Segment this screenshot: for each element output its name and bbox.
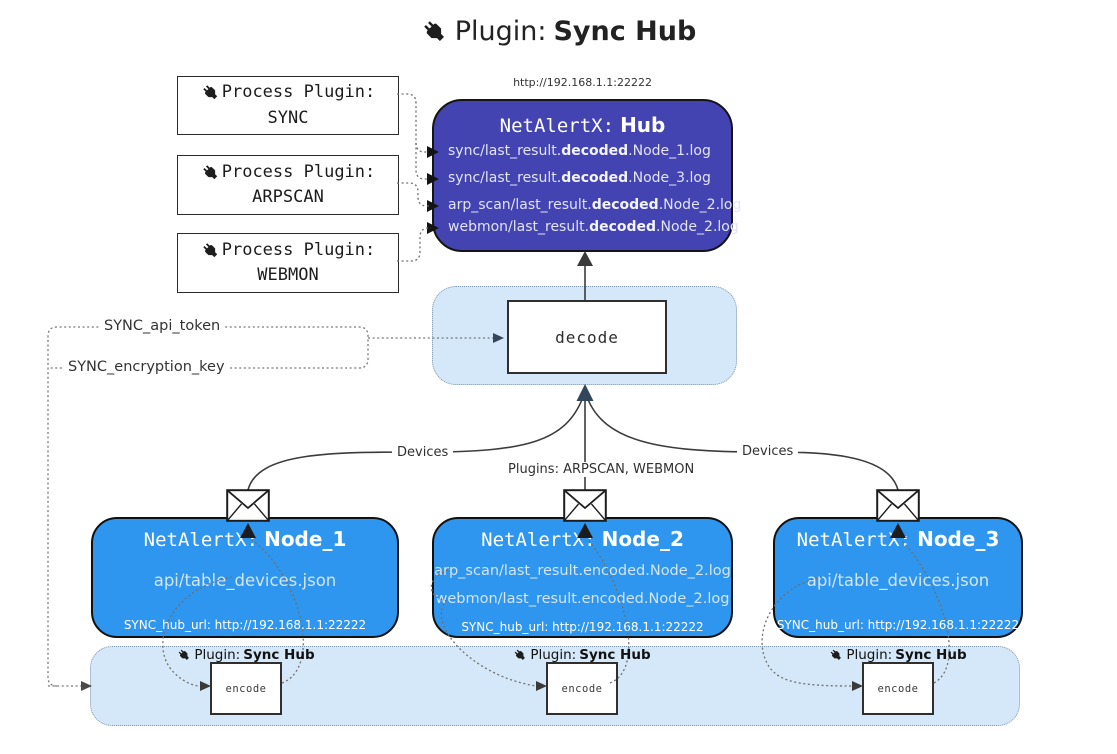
process-plugin-box-webmon: Process Plugin: WEBMON bbox=[177, 233, 399, 293]
encoder-label-3: Plugin:Sync Hub bbox=[798, 647, 998, 663]
plug-icon bbox=[201, 163, 220, 182]
hub-url: http://192.168.1.1:22222 bbox=[513, 76, 652, 89]
sync-api-token-label: SYNC_api_token bbox=[100, 318, 225, 334]
encoder-label-2: Plugin:Sync Hub bbox=[482, 647, 682, 663]
hub-file-line: arp_scan/last_result.decoded.Node_2.log bbox=[448, 197, 742, 213]
plug-icon bbox=[421, 18, 448, 45]
process-plugin-box-arpscan: Process Plugin: ARPSCAN bbox=[177, 155, 399, 215]
hub-title: NetAlertX: Hub bbox=[499, 113, 666, 137]
process-plugin-label: Process Plugin: bbox=[221, 161, 376, 182]
node-hub-url: SYNC_hub_url: http://192.168.1.1:22222 bbox=[123, 618, 367, 632]
process-plugin-label: Process Plugin: bbox=[221, 239, 376, 260]
sync-encryption-key-label: SYNC_encryption_key bbox=[64, 359, 229, 375]
edge-arpscan-hub bbox=[397, 182, 429, 207]
arrow-into-decode bbox=[576, 384, 594, 401]
page-title-name: Sync Hub bbox=[553, 16, 697, 47]
hub-file-line: sync/last_result.decoded.Node_3.log bbox=[448, 170, 711, 186]
plug-icon bbox=[201, 241, 220, 260]
hub-file-line: sync/last_result.decoded.Node_1.log bbox=[448, 143, 711, 159]
encode-box-3: encode bbox=[862, 662, 934, 715]
hub-file-line: webmon/last_result.decoded.Node_2.log bbox=[448, 219, 739, 235]
process-plugin-name: SYNC bbox=[267, 107, 309, 128]
devices-label-left: Devices bbox=[392, 445, 454, 460]
devices-label-right: Devices bbox=[737, 444, 799, 459]
node-file-line: arp_scan/last_result.encoded.Node_2.log bbox=[434, 563, 731, 579]
node-hub-url: SYNC_hub_url: http://192.168.1.1:22222 bbox=[776, 618, 1020, 632]
edge-sync-hub-branch bbox=[415, 142, 427, 153]
hub-box: NetAlertX: Hub sync/last_result.decoded.… bbox=[432, 99, 742, 252]
node-file-line: webmon/last_result.encoded.Node_2.log bbox=[435, 591, 730, 607]
node-hub-url: SYNC_hub_url: http://192.168.1.1:22222 bbox=[461, 620, 704, 634]
process-plugin-name: ARPSCAN bbox=[252, 187, 324, 207]
arrow-into-hub bbox=[577, 251, 593, 266]
node-box-3: NetAlertX: Node_3 api/table_devices.json… bbox=[773, 517, 1023, 638]
process-plugin-label: Process Plugin: bbox=[221, 82, 376, 102]
node-file-line: api/table_devices.json bbox=[153, 571, 337, 590]
plugins-label-center: Plugins: ARPSCAN, WEBMON bbox=[503, 462, 700, 477]
decode-box: decode bbox=[507, 300, 667, 374]
node-title: NetAlertX: Node_1 bbox=[143, 527, 347, 551]
node-title: NetAlertX: Node_3 bbox=[796, 527, 1000, 551]
encode-box-1: encode bbox=[210, 662, 282, 715]
edge-webmon-hub bbox=[397, 227, 431, 262]
process-plugin-box-sync: Process Plugin: SYNC bbox=[177, 76, 399, 135]
node-file-line: api/table_devices.json bbox=[806, 571, 990, 590]
node-box-1: NetAlertX: Node_1 api/table_devices.json… bbox=[91, 517, 399, 638]
plug-icon bbox=[513, 648, 527, 662]
plug-icon bbox=[201, 83, 220, 102]
encode-box-2: encode bbox=[546, 662, 618, 715]
page-title: Plugin: Sync Hub bbox=[0, 16, 1117, 47]
process-plugin-name: WEBMON bbox=[257, 265, 319, 285]
node-title: NetAlertX: Node_2 bbox=[481, 527, 684, 551]
encoder-label-1: Plugin:Sync Hub bbox=[146, 647, 346, 663]
page-title-label: Plugin: bbox=[454, 16, 547, 47]
plug-icon bbox=[177, 648, 191, 662]
node-box-2: NetAlertX: Node_2 arp_scan/last_result.e… bbox=[432, 517, 733, 638]
plug-icon bbox=[829, 648, 843, 662]
edge-sync-hub bbox=[397, 93, 427, 180]
